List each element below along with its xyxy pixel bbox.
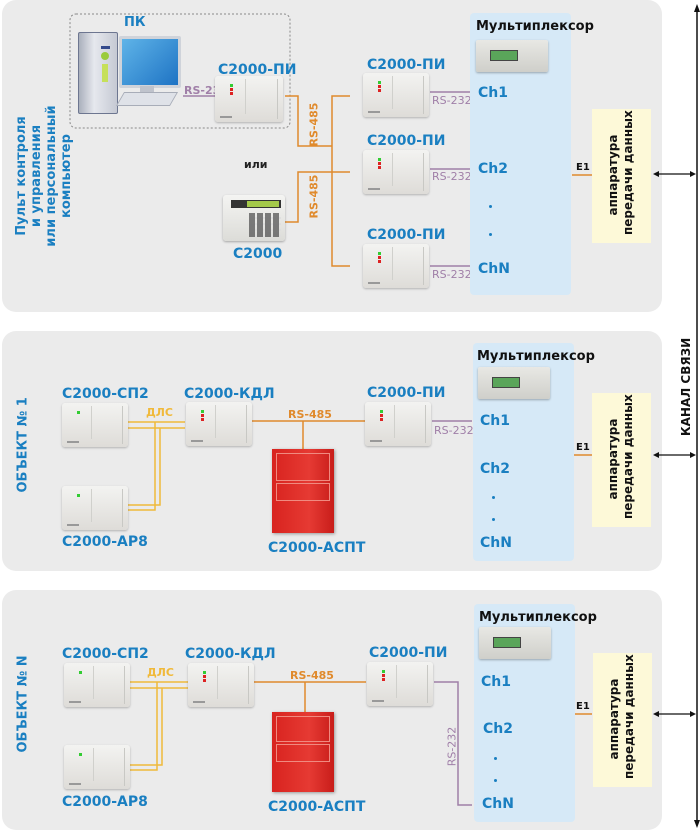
pi-device-3 — [367, 662, 433, 706]
pi-unit-2-label: С2000-ПИ — [367, 133, 446, 149]
kdl-device-n — [188, 663, 254, 707]
dls-label-1: ДЛС — [146, 406, 174, 419]
rs232-label-3: RS-232 — [445, 726, 459, 767]
aspt-label-n: С2000-АСПТ — [268, 799, 366, 815]
multiplexer-2-device — [478, 367, 550, 399]
mux-3-ellipsis-dot — [494, 779, 497, 782]
pi-unit-1-device — [363, 73, 429, 117]
pc-label: ПК — [124, 15, 146, 30]
mux-3-ch1: Ch1 — [481, 674, 511, 690]
side-label-control-station: Пульт контроля и управления или персонал… — [14, 105, 74, 247]
pi-label-2: С2000-ПИ — [367, 385, 446, 401]
mux-2-ellipsis-dot — [492, 518, 495, 521]
apd-3-label: аппаратура передачи данных — [607, 654, 636, 779]
multiplexer-3-device — [479, 627, 551, 659]
aspt-label-1: С2000-АСПТ — [268, 540, 366, 556]
pi-device-2 — [365, 402, 431, 446]
mux-2-title: Мультиплексор — [477, 349, 595, 364]
kdl-device-1 — [186, 402, 252, 446]
pi-label-3: С2000-ПИ — [369, 645, 448, 661]
sp2-label-1: С2000-СП2 — [62, 386, 149, 402]
e1-label-2: E1 — [576, 442, 590, 453]
kdl-label-1: С2000-КДЛ — [184, 386, 275, 402]
rs485-label-3: RS-485 — [290, 669, 334, 682]
mux-1-ellipsis-dot — [489, 205, 492, 208]
mux-1-ch2: Ch2 — [478, 161, 508, 177]
communication-channel-label: КАНАЛ СВЯЗИ — [679, 337, 693, 437]
mux-1-ch1: Ch1 — [478, 85, 508, 101]
aspt-device-1 — [272, 449, 334, 533]
sp2-label-n: С2000-СП2 — [62, 646, 149, 662]
pc-pi-label: С2000-ПИ — [218, 62, 297, 78]
rs232-label-2: RS-232 — [434, 424, 474, 437]
mux-2-ch2: Ch2 — [480, 461, 510, 477]
pi-unit-2-device — [363, 150, 429, 194]
or-label: или — [244, 158, 268, 171]
rs485-line-c2000 — [285, 171, 332, 223]
rs485-line-pi — [285, 95, 332, 147]
mux-1-title: Мультиплексор — [476, 19, 594, 34]
mux-2-ellipsis-dot — [492, 496, 495, 499]
aspt-device-n — [272, 712, 334, 792]
ar8-label-n: С2000-АР8 — [62, 794, 148, 810]
rs485-bottom-label: RS-485 — [307, 174, 321, 219]
apd-2-label: аппаратура передачи данных — [606, 394, 635, 519]
mux-1-chn: ChN — [478, 261, 510, 277]
mux-3-ch2: Ch2 — [483, 721, 513, 737]
pc-group-box — [69, 13, 291, 129]
pi-unit-3-device — [363, 244, 429, 288]
mux-3-title: Мультиплексор — [479, 610, 597, 625]
sp2-device-n — [64, 663, 130, 707]
pi-unit-1-rs232: RS-232 — [432, 94, 472, 107]
mux-3-chn: ChN — [482, 796, 514, 812]
ar8-device-1 — [62, 486, 128, 530]
mux-2-ch1: Ch1 — [480, 413, 510, 429]
c2000-label: С2000 — [233, 246, 283, 262]
dls-label-n: ДЛС — [147, 666, 175, 679]
rs485-top-label: RS-485 — [307, 102, 321, 147]
apd-1-label: аппаратура передачи данных — [606, 110, 635, 235]
kdl-label-n: С2000-КДЛ — [185, 646, 276, 662]
mux-2-chn: ChN — [480, 535, 512, 551]
pi-unit-3-label: С2000-ПИ — [367, 227, 446, 243]
e1-label-1: E1 — [576, 162, 590, 173]
c2000-keypad-device — [223, 195, 285, 241]
multiplexer-1-device — [476, 40, 548, 72]
mux-3-ellipsis-dot — [494, 757, 497, 760]
pi-unit-2-rs232: RS-232 — [432, 170, 472, 183]
e1-label-3: E1 — [576, 701, 590, 712]
side-label-object-1: ОБЪЕКТ № 1 — [15, 397, 31, 493]
sp2-device-1 — [62, 403, 128, 447]
side-label-object-n: ОБЪЕКТ № N — [15, 655, 31, 753]
ar8-device-n — [64, 745, 130, 789]
pi-unit-1-label: С2000-ПИ — [367, 57, 446, 73]
pi-unit-3-rs232: RS-232 — [432, 268, 472, 281]
pc-computer-icon — [78, 32, 181, 124]
rs485-bus — [331, 95, 350, 267]
data-transmission-equipment-3 — [593, 653, 652, 787]
data-transmission-equipment-1 — [592, 109, 651, 243]
data-transmission-equipment-2 — [592, 393, 651, 527]
mux-1-ellipsis-dot — [489, 233, 492, 236]
ar8-label-1: С2000-АР8 — [62, 534, 148, 550]
rs485-label-2: RS-485 — [288, 408, 332, 421]
c2000-pi-device — [215, 76, 283, 122]
